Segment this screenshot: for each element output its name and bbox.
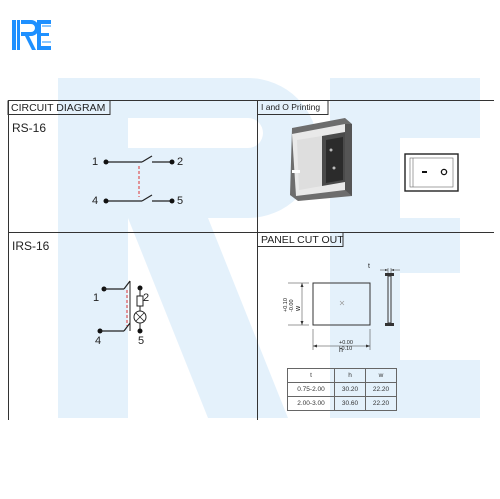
table-header-row: t h w	[287, 368, 397, 383]
table-row: 0.75-2.00 30.20 22.20	[287, 382, 397, 397]
pin-5-dot	[169, 198, 175, 204]
t-dimension-label: t	[368, 263, 370, 270]
printing-title: I and O Printing	[261, 102, 321, 112]
row2-t: 2.00-3.00	[287, 396, 335, 411]
pin-1-dot	[103, 159, 109, 165]
pin-4-dot	[103, 198, 109, 204]
switch-photo	[290, 118, 352, 201]
rs16-label: RS-16	[12, 121, 47, 135]
rs-pin-1: 1	[92, 156, 99, 168]
irs-pin-4: 4	[95, 335, 102, 347]
w-dimension-label: w	[295, 305, 303, 312]
rs-pin-5: 5	[177, 195, 184, 207]
circuit-diagram-title: CIRCUIT DIAGRAM	[11, 102, 106, 114]
table-row: 2.00-3.00 30.60 22.20	[287, 396, 397, 411]
h-tolerance: +0.00 -0.10	[339, 340, 353, 352]
cutout-drawing	[288, 268, 400, 350]
header-h: h	[334, 368, 366, 383]
irs16-circuit	[97, 280, 147, 334]
irs-pin-5: 5	[138, 335, 145, 347]
w-tolerance: +0.10 -0.00	[283, 298, 295, 312]
row2-h: 30.60	[334, 396, 366, 411]
header-t: t	[287, 368, 335, 383]
rs16-circuit	[103, 155, 175, 204]
irs-pin-1: 1	[93, 292, 100, 304]
header-w: w	[365, 368, 397, 383]
rs-pin-2: 2	[177, 156, 184, 168]
printing-symbol-off: O	[440, 160, 441, 161]
irs16-label: IRS-16	[12, 239, 50, 253]
cutout-spec-table: t h w 0.75-2.00 30.20 22.20 2.00-3.00 30…	[287, 368, 397, 411]
brand-logo	[12, 20, 51, 50]
h-dimension-label: h	[339, 347, 343, 354]
rs-pin-4: 4	[92, 195, 99, 207]
panel-cutout-title: PANEL CUT OUT	[261, 234, 344, 246]
row1-t: 0.75-2.00	[287, 382, 335, 397]
row1-h: 30.20	[334, 382, 366, 397]
row1-w: 22.20	[365, 382, 397, 397]
pin-2-dot	[169, 159, 175, 165]
row2-w: 22.20	[365, 396, 397, 411]
irs-pin-2: 2	[143, 292, 150, 304]
switch-front-view	[404, 153, 459, 192]
